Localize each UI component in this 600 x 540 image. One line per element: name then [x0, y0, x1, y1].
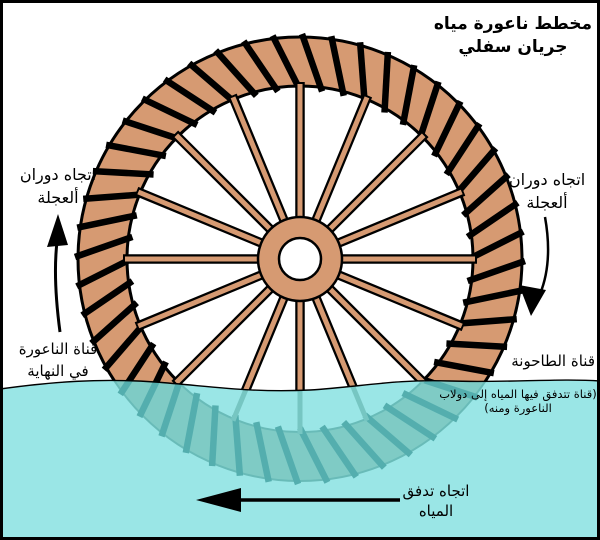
left-rotation-label: اتجاه دوران ألعجلة [8, 163, 108, 209]
rotation-up-arrow [47, 214, 68, 333]
water-flow-label: اتجاه تدفق المياه [396, 481, 476, 521]
waterwheel-channel-label: قناة الناعورة في النهاية [4, 338, 112, 382]
right-rotation-line1: اتجاه دوران [508, 170, 586, 189]
diagram-title-line2: جريان سفلي [458, 37, 568, 57]
water-flow-left-arrow [196, 488, 400, 512]
waterwheel-submerged [76, 380, 524, 486]
left-rotation-line1: اتجاه دوران [19, 165, 97, 184]
water-surface-line [0, 379, 600, 392]
waterwheel-channel-line1: قناة الناعورة [18, 340, 98, 358]
water-flow-line2: المياه [418, 502, 454, 520]
mill-channel-label: قناة الطاحونة [511, 352, 595, 370]
waterwheel-channel-line2: في النهاية [27, 362, 89, 380]
right-rotation-label: اتجاه دوران ألعجلة [500, 168, 594, 214]
diagram-title: مخطط ناعورة مياه جريان سفلي [434, 13, 592, 59]
mill-channel-note: (قناة تتدفق فيها المياه إلى دولاب الناعو… [439, 387, 597, 415]
left-rotation-line2: ألعجلة [37, 188, 79, 207]
diagram-title-line1: مخطط ناعورة مياه [433, 14, 592, 34]
right-rotation-line2: ألعجلة [526, 193, 568, 212]
rotation-down-arrow [519, 216, 550, 316]
water-flow-line1: اتجاه تدفق [402, 482, 470, 500]
